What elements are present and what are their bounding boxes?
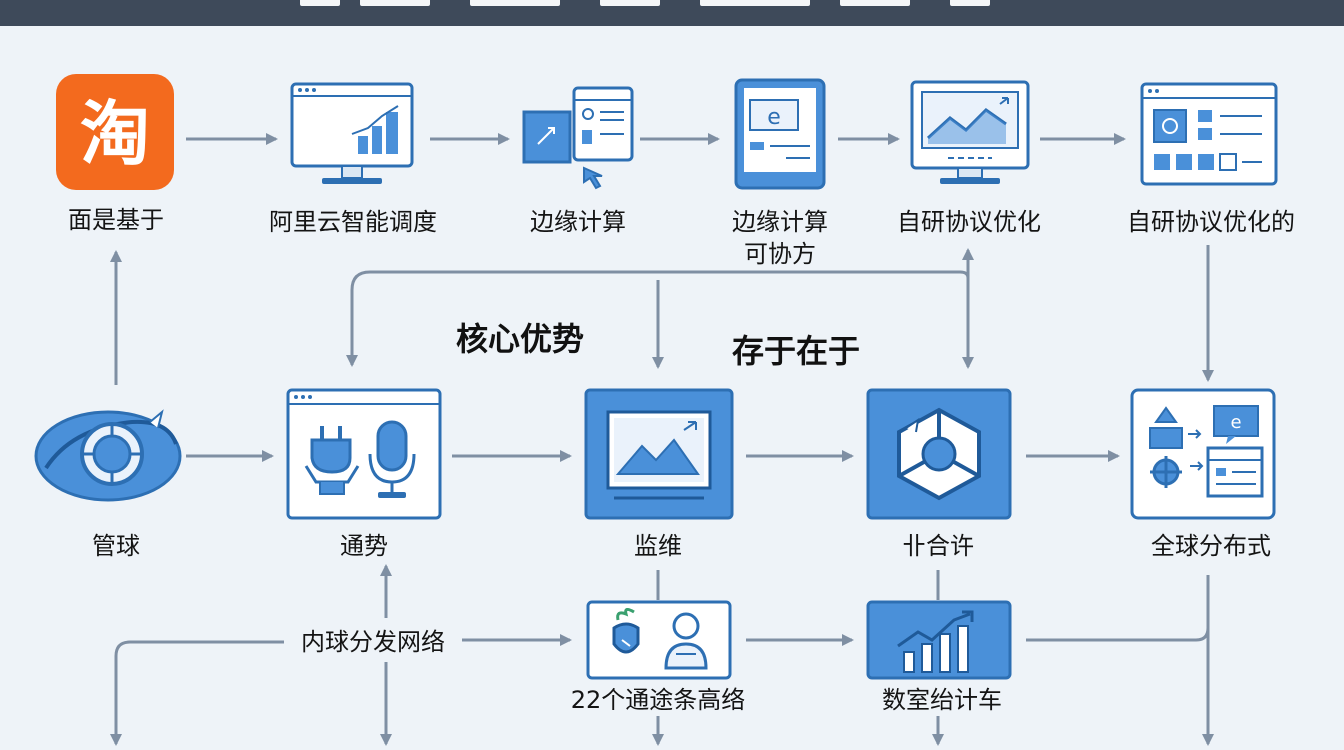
edge2-label-line2: 可协方 <box>744 240 816 268</box>
tongshi-node[interactable] <box>286 388 442 520</box>
aliyun-label: 阿里云智能调度 <box>269 208 437 236</box>
jianwei-label: 监维 <box>634 532 682 560</box>
monitor-line-chart-icon <box>910 80 1030 184</box>
globe-label: 管球 <box>92 532 140 560</box>
loop-connector <box>346 270 970 367</box>
hexagon-network-icon <box>866 388 1012 520</box>
edge2-label-line1: 边缘计算 <box>732 208 828 236</box>
tablet-icon: e <box>734 78 826 190</box>
hehe-label: 卝合许 <box>902 532 974 560</box>
neiqiu-label: 内球分发网络 <box>301 628 445 656</box>
tongtu-label: 22个通途条高络 <box>570 686 746 714</box>
taobao-label: 面是基于 <box>68 206 164 234</box>
heading-existence: 存于在于 <box>732 332 861 370</box>
usb-microphone-icon <box>286 388 442 520</box>
globe-icon <box>34 409 182 502</box>
protocol2-label: 自研协议优化的 <box>1127 208 1295 236</box>
growth-chart-icon <box>866 600 1012 680</box>
protocol1-node[interactable] <box>908 80 1032 190</box>
image-frame-icon <box>584 388 734 520</box>
aliyun-node[interactable] <box>288 82 416 188</box>
dashboard-window-icon <box>1140 82 1278 186</box>
edge1-node[interactable] <box>520 84 636 192</box>
top-banner <box>0 0 1344 26</box>
monitor-bar-chart-icon <box>290 82 414 184</box>
tongshi-label: 通势 <box>340 532 388 560</box>
global-node[interactable]: e <box>1130 388 1276 520</box>
protocol1-label: 自研协议优化 <box>897 208 1041 236</box>
protocol2-node[interactable] <box>1140 82 1278 186</box>
jianwei-node[interactable] <box>584 388 734 520</box>
taobao-logo-icon: 淘 <box>56 74 174 190</box>
edge-computing-icon <box>522 86 634 190</box>
svg-text:e: e <box>767 105 781 130</box>
hehe-node[interactable] <box>866 388 1012 520</box>
shushi-label: 数室绐计车 <box>882 686 1002 714</box>
tongtu-node[interactable] <box>586 600 732 680</box>
svg-text:淘: 淘 <box>80 93 150 175</box>
globe-node[interactable] <box>32 398 184 508</box>
taobao-node[interactable]: 淘 <box>56 74 174 190</box>
shield-person-icon <box>586 600 732 680</box>
global-label: 全球分布式 <box>1151 532 1271 560</box>
svg-text:e: e <box>1230 412 1241 433</box>
edge2-node[interactable]: e <box>734 78 826 190</box>
distributed-network-icon: e <box>1130 388 1276 520</box>
edge1-label: 边缘计算 <box>530 208 626 236</box>
heading-core-advantage: 核心优势 <box>456 320 585 358</box>
line-neiqiu-left <box>110 640 284 746</box>
shushi-node[interactable] <box>866 600 1012 680</box>
line-shushi-global <box>1026 575 1210 642</box>
